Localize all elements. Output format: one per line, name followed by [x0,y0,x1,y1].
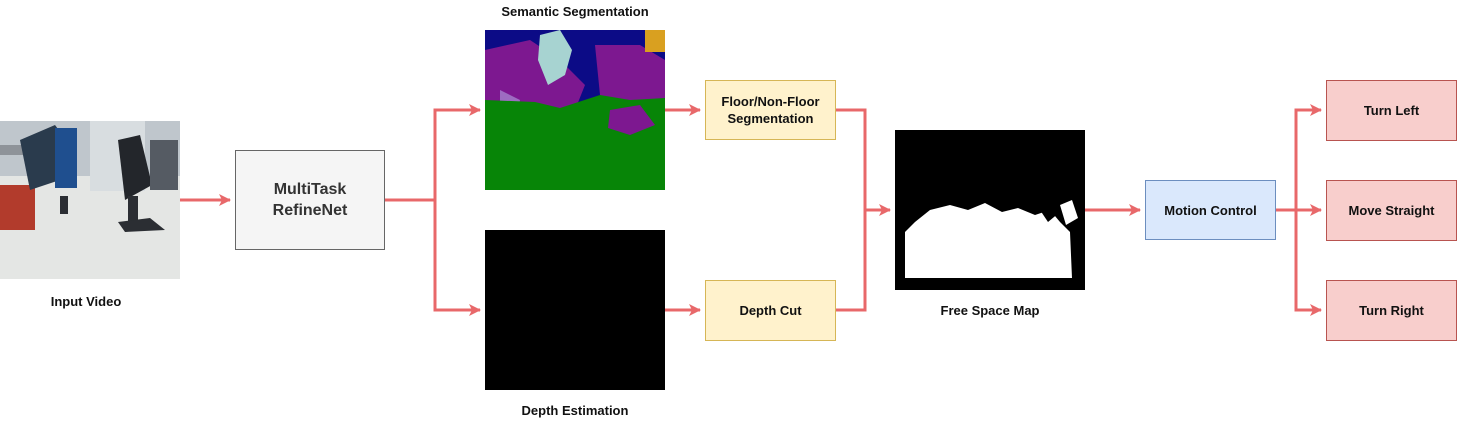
input-video-label: Input Video [50,294,122,309]
edge-motion-to-turnleft [1276,104,1322,212]
depth-cut-label: Depth Cut [739,303,802,318]
depth-estimation-label: Depth Estimation [521,403,629,418]
input-video-image [0,121,180,279]
semantic-segmentation-label: Semantic Segmentation [501,4,649,19]
motion-control-label: Motion Control [1164,202,1257,218]
edge-refinenet-to-depth [433,200,481,316]
depth-cut-box: Depth Cut [705,280,836,341]
move-straight-label: Move Straight [1348,203,1435,218]
edge-motion-to-turnright [1294,210,1322,316]
multitask-refinenet-box: MultiTask RefineNet [235,150,385,250]
turn-right-box: Turn Right [1326,280,1457,341]
semantic-segmentation-image [485,30,665,190]
edge-refinenet-to-semantic [385,104,481,202]
floor-segmentation-box: Floor/Non-Floor Segmentation [705,80,836,140]
edge-floor-to-freespace [836,108,891,216]
floor-segmentation-label: Floor/Non-Floor Segmentation [721,94,820,126]
free-space-map-image [895,130,1085,290]
depth-estimation-image [485,230,665,390]
turn-right-label: Turn Right [1359,303,1424,318]
free-space-map-label: Free Space Map [940,303,1040,318]
multitask-refinenet-label: MultiTask RefineNet [272,181,348,219]
turn-left-label: Turn Left [1363,103,1420,118]
move-straight-box: Move Straight [1326,180,1457,241]
edge-depthcut-to-freespace [836,210,867,312]
connector-lines [180,104,1322,316]
motion-control-box: Motion Control [1145,180,1276,240]
turn-left-box: Turn Left [1326,80,1457,141]
